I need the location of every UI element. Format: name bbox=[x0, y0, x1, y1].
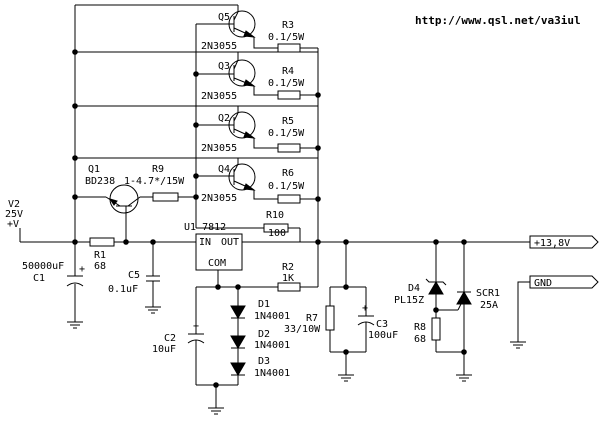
c5-value: 0.1uF bbox=[108, 284, 138, 295]
svg-text:+: + bbox=[362, 303, 368, 314]
r7-ref: R7 bbox=[306, 313, 318, 324]
output-plus-label: +13,8V bbox=[534, 238, 570, 249]
transistor-q5 bbox=[226, 10, 256, 38]
ground-c5 bbox=[145, 306, 161, 314]
ground-diodes bbox=[208, 407, 224, 415]
diode-d1 bbox=[230, 305, 246, 319]
resistor-r10 bbox=[263, 223, 289, 233]
q5-ref: Q5 bbox=[218, 12, 230, 23]
d1-ref: D1 bbox=[258, 299, 270, 310]
resistor-r9 bbox=[152, 192, 179, 202]
q1-ref: Q1 bbox=[88, 164, 100, 175]
c3-value: 100uF bbox=[368, 330, 398, 341]
ground-c1 bbox=[67, 321, 83, 329]
q5-part: 2N3055 bbox=[201, 41, 237, 52]
r6-ref: R6 bbox=[282, 168, 294, 179]
terminal-plus-13v8 bbox=[529, 235, 599, 249]
r9-value: 1-4.7*/15W bbox=[124, 176, 185, 187]
q1-part: BD238 bbox=[85, 176, 115, 187]
r5-ref: R5 bbox=[282, 116, 294, 127]
resistor-r8 bbox=[431, 317, 441, 341]
resistor-r6 bbox=[277, 194, 301, 204]
site-url: http://www.qsl.net/va3iul bbox=[415, 14, 581, 27]
q4-ref: Q4 bbox=[218, 164, 230, 175]
ground-scr bbox=[456, 374, 472, 382]
ground-output bbox=[510, 341, 526, 349]
c2-ref: C2 bbox=[164, 333, 176, 344]
r3-ref: R3 bbox=[282, 20, 294, 31]
c2-value: 10uF bbox=[152, 344, 176, 355]
q4-part: 2N3055 bbox=[201, 193, 237, 204]
transistor-q4 bbox=[226, 163, 256, 191]
r8-value: 68 bbox=[414, 334, 426, 345]
source-ref: V2 bbox=[8, 199, 20, 210]
output-gnd-label: GND bbox=[534, 278, 552, 289]
regulator-u1 bbox=[195, 233, 243, 271]
r2-value: 1K bbox=[282, 273, 294, 284]
wires bbox=[19, 4, 530, 408]
capacitor-c5 bbox=[146, 275, 160, 282]
c1-value: 50000uF bbox=[22, 261, 64, 272]
junctions bbox=[72, 49, 467, 388]
r9-ref: R9 bbox=[152, 164, 164, 175]
d2-ref: D2 bbox=[258, 329, 270, 340]
source-voltage: 25V bbox=[5, 209, 23, 220]
resistor-r2 bbox=[277, 282, 301, 292]
diode-d2 bbox=[230, 335, 246, 349]
d3-ref: D3 bbox=[258, 356, 270, 367]
transistor-q2 bbox=[226, 111, 256, 139]
q3-part: 2N3055 bbox=[201, 91, 237, 102]
resistor-r3 bbox=[277, 43, 301, 53]
r8-ref: R8 bbox=[414, 322, 426, 333]
capacitor-c1: + bbox=[66, 264, 85, 287]
r7-value: 33/10W bbox=[284, 324, 321, 335]
terminal-gnd bbox=[529, 275, 599, 289]
ground-c3 bbox=[338, 374, 354, 382]
q2-ref: Q2 bbox=[218, 113, 230, 124]
r2-ref: R2 bbox=[282, 262, 294, 273]
d4-part: PL15Z bbox=[394, 295, 424, 306]
resistor-r4 bbox=[277, 90, 301, 100]
d2-part: 1N4001 bbox=[254, 340, 290, 351]
u1-label: U1 7812 bbox=[184, 222, 226, 233]
u1-pin-in: IN bbox=[199, 237, 211, 248]
d4-ref: D4 bbox=[408, 283, 420, 294]
u1-pin-out: OUT bbox=[221, 237, 239, 248]
r4-ref: R4 bbox=[282, 66, 294, 77]
r1-value: 68 bbox=[94, 261, 106, 272]
diode-d3 bbox=[230, 362, 246, 376]
resistor-r5 bbox=[277, 143, 301, 153]
u1-pin-com: COM bbox=[208, 258, 226, 269]
r5-value: 0.1/5W bbox=[268, 128, 305, 139]
scr1-value: 25A bbox=[480, 300, 498, 311]
transistor-q3 bbox=[226, 59, 256, 87]
q2-part: 2N3055 bbox=[201, 143, 237, 154]
d3-part: 1N4001 bbox=[254, 368, 290, 379]
r1-ref: R1 bbox=[94, 250, 106, 261]
capacitor-c3: + bbox=[357, 303, 375, 326]
c3-ref: C3 bbox=[376, 319, 388, 330]
svg-text:+: + bbox=[193, 321, 199, 332]
r10-ref: R10 bbox=[266, 210, 284, 221]
scr1 bbox=[456, 291, 472, 311]
resistor-r7 bbox=[325, 305, 335, 331]
d1-part: 1N4001 bbox=[254, 311, 290, 322]
c5-ref: C5 bbox=[128, 270, 140, 281]
r4-value: 0.1/5W bbox=[268, 78, 305, 89]
q3-ref: Q3 bbox=[218, 61, 230, 72]
source-polarity: +V bbox=[7, 219, 19, 230]
r3-value: 0.1/5W bbox=[268, 32, 305, 43]
zener-d4 bbox=[425, 278, 447, 295]
r6-value: 0.1/5W bbox=[268, 181, 305, 192]
transistor-q1 bbox=[105, 184, 141, 214]
capacitor-c2: + bbox=[187, 321, 205, 344]
c1-ref: C1 bbox=[33, 273, 45, 284]
svg-text:+: + bbox=[79, 264, 85, 275]
r10-value: 100 bbox=[268, 228, 286, 239]
resistor-r1 bbox=[89, 237, 115, 247]
scr1-ref: SCR1 bbox=[476, 288, 500, 299]
